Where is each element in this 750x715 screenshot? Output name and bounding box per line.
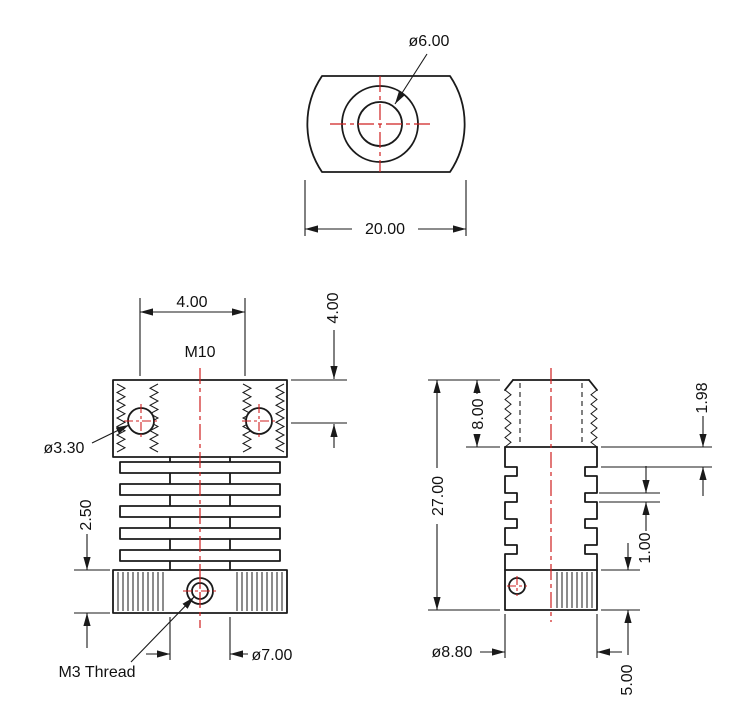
thread-zigzag-right-outer (274, 383, 286, 453)
side-base-knurl (556, 572, 593, 608)
fin-profile-right (584, 446, 598, 571)
thread-zigzag-left-inner (148, 383, 160, 453)
thread-zigzag-right-inner (241, 383, 253, 453)
side-view: 27.00 8.00 1.98 1.00 5.00 ø8.80 (428, 368, 712, 696)
dim-label-boss-dia: ø7.00 (252, 647, 293, 664)
leader-line (394, 53, 428, 105)
barrel-thread-zigzag-left (504, 389, 512, 448)
top-view: ø6.00 20.00 (304, 33, 467, 238)
dim-label-cross-hole: ø3.30 (44, 440, 85, 457)
thread-zigzag-left-outer (115, 383, 127, 453)
dim-label-fin-pitch: 2.50 (78, 499, 95, 530)
base-knurl-right (236, 572, 283, 611)
base-knurl-left (117, 572, 164, 611)
dim-label-width: 20.00 (365, 221, 405, 238)
dim-label-fin-thickness: 1.98 (694, 382, 711, 413)
barrel-chamfer (588, 379, 598, 391)
dim-label-hole-dia: ø6.00 (409, 33, 450, 50)
dim-label-fin-gap: 1.00 (637, 532, 654, 563)
barrel-chamfer (504, 379, 514, 391)
dim-label-base-height: 5.00 (619, 664, 636, 695)
dim-label-thread-length: 8.00 (470, 398, 487, 429)
dim-label-body-dia: ø8.80 (432, 644, 473, 661)
leader-line (91, 424, 130, 444)
fin-profile-left (504, 446, 518, 571)
barrel-thread-zigzag-right (590, 389, 598, 448)
thread-size-label: M10 (184, 344, 215, 361)
front-view: 4.00 M10 4.00 ø3.30 2.50 M3 Thread ø7.00 (44, 292, 347, 681)
leader-line (130, 596, 195, 663)
dim-label-hole-depth: 4.00 (325, 292, 342, 323)
dim-label-overall-height: 27.00 (430, 476, 447, 516)
dim-label-top-width: 4.00 (176, 294, 207, 311)
base-thread-label: M3 Thread (58, 664, 135, 681)
